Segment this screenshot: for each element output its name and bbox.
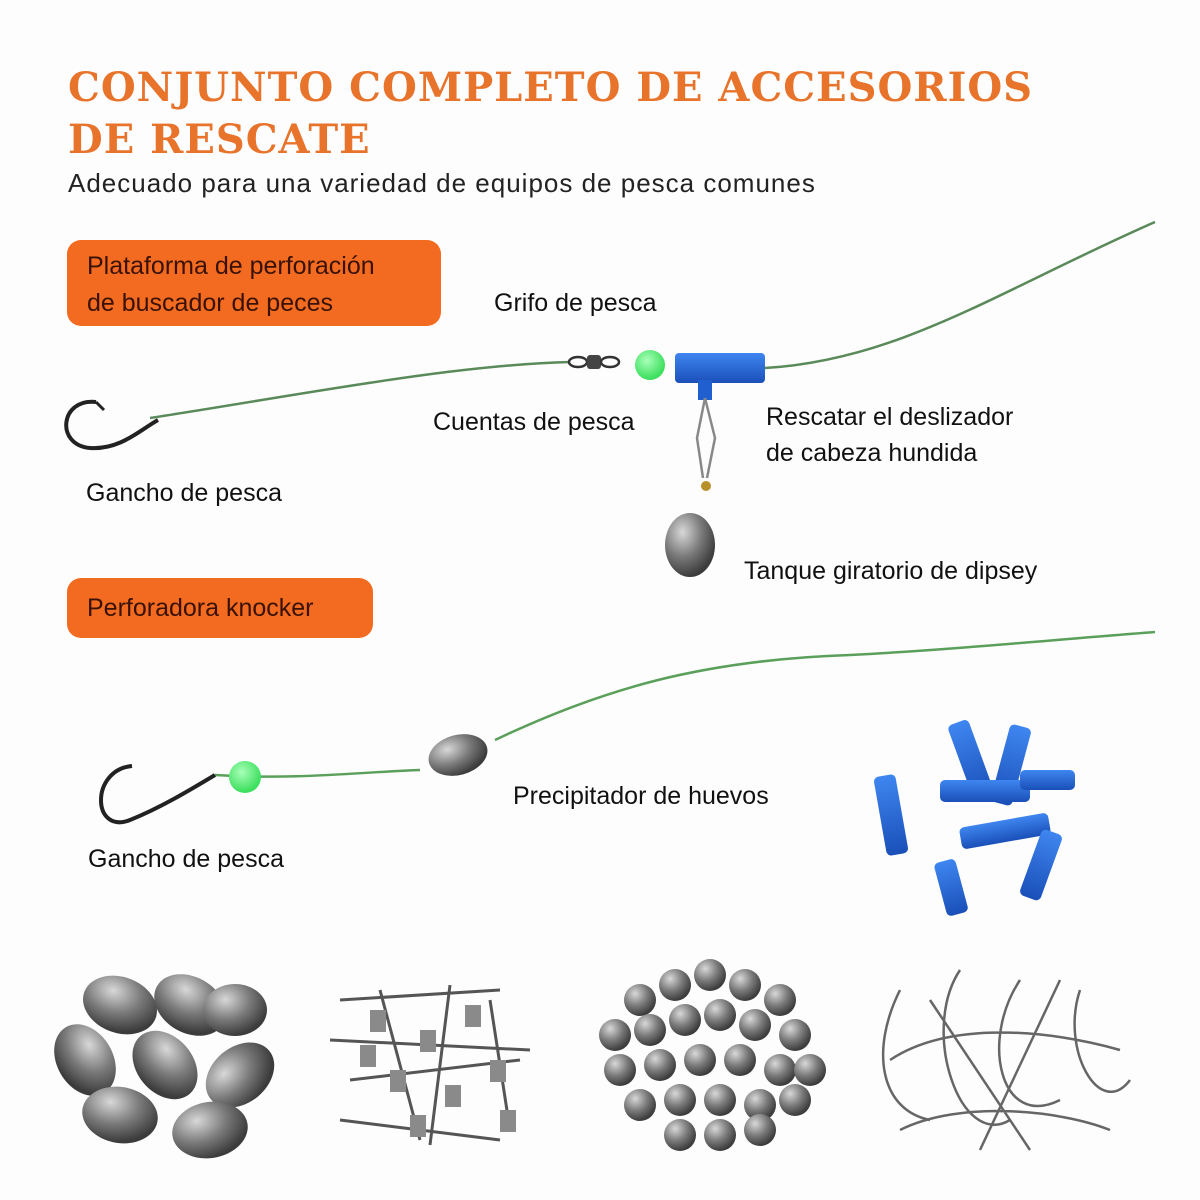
label-hook-1: Gancho de pesca bbox=[86, 479, 282, 507]
bead-icon bbox=[229, 761, 261, 793]
label-slider-line-1: Rescatar el deslizador bbox=[766, 403, 1014, 431]
slider-pile-icon bbox=[874, 720, 1075, 916]
swivel-icon bbox=[567, 355, 621, 369]
hook-pile-icon bbox=[881, 969, 1131, 1151]
label-egg-sinker: Precipitador de huevos bbox=[513, 782, 769, 810]
label-dipsey-sinker: Tanque giratorio de dipsey bbox=[744, 557, 1038, 585]
swivel-pile-icon bbox=[329, 984, 531, 1146]
label-slider-line-2: de cabeza hundida bbox=[766, 439, 978, 467]
egg-sinker-pile-icon bbox=[54, 974, 275, 1159]
hook-icon bbox=[64, 399, 159, 451]
subtitle: Adecuado para una variedad de equipos de… bbox=[68, 168, 816, 198]
label-swivel: Grifo de pesca bbox=[494, 289, 657, 317]
bead-icon bbox=[635, 350, 665, 380]
rig1-tag: Plataforma de perforación de buscador de… bbox=[67, 240, 441, 326]
rig2-tag: Perforadora knocker bbox=[67, 578, 373, 638]
egg-sinker-icon bbox=[428, 734, 488, 776]
label-hook-2: Gancho de pesca bbox=[88, 845, 284, 873]
slider-icon bbox=[675, 353, 765, 491]
title-line-1: CONJUNTO COMPLETO DE ACCESORIOS bbox=[68, 64, 1034, 111]
label-beads: Cuentas de pesca bbox=[433, 408, 635, 436]
hook-icon bbox=[99, 764, 217, 825]
page-title: CONJUNTO COMPLETO DE ACCESORIOS DE RESCA… bbox=[68, 62, 1033, 166]
rig1-line bbox=[149, 220, 1156, 420]
title-line-2: DE RESCATE bbox=[68, 116, 371, 163]
split-shot-pile-icon bbox=[599, 959, 826, 1151]
label-slider: Rescatar el deslizador de cabeza hundida bbox=[766, 399, 1013, 471]
rig1-tag-line-2: de buscador de peces bbox=[87, 289, 334, 317]
rig1-tag-line-1: Plataforma de perforación bbox=[87, 252, 375, 280]
dipsey-sinker-icon bbox=[665, 513, 715, 577]
